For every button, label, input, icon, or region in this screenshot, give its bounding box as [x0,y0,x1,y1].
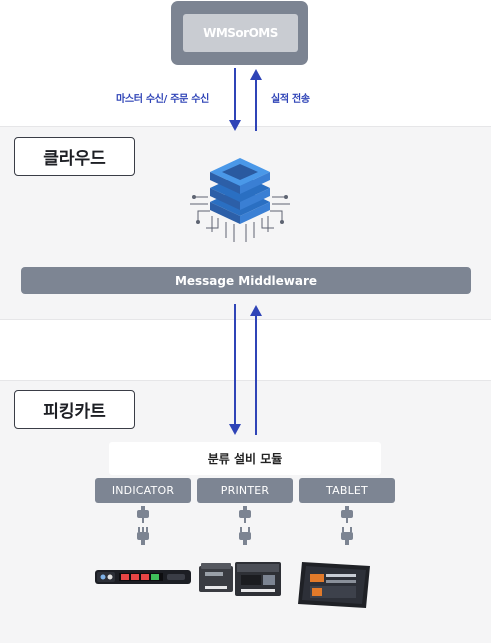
down-arrow-bottom-head [229,424,241,435]
down-arrow-top-head [229,120,241,131]
plug-icon-printer [239,506,251,545]
plug-icon-indicator [137,506,149,545]
up-arrow-label: 실적 전송 [271,94,310,105]
sorting-module-box: 분류 설비 모듈 [109,442,381,475]
plug-icon-tablet [341,506,353,545]
device-printer-label: PRINTER [197,478,293,503]
up-arrow-top-head [250,69,262,80]
message-middleware-bar: Message Middleware [21,267,471,294]
device-tablet-label: TABLET [299,478,395,503]
up-arrow-bottom-head [250,305,262,316]
tablet-device-image [298,562,370,608]
server-stack-icon [190,158,290,242]
down-arrow-label: 마스터 수신/ 주문 수신 [116,94,209,105]
device-indicator-label: INDICATOR [95,478,191,503]
wms-oms-label: WMSorOMS [183,14,298,52]
plug-icons [137,506,353,545]
cloud-tag: 클라우드 [14,137,135,176]
picking-cart-tag: 피킹카트 [14,390,135,429]
printer-device-image [199,562,281,596]
indicator-device-image [95,570,191,584]
